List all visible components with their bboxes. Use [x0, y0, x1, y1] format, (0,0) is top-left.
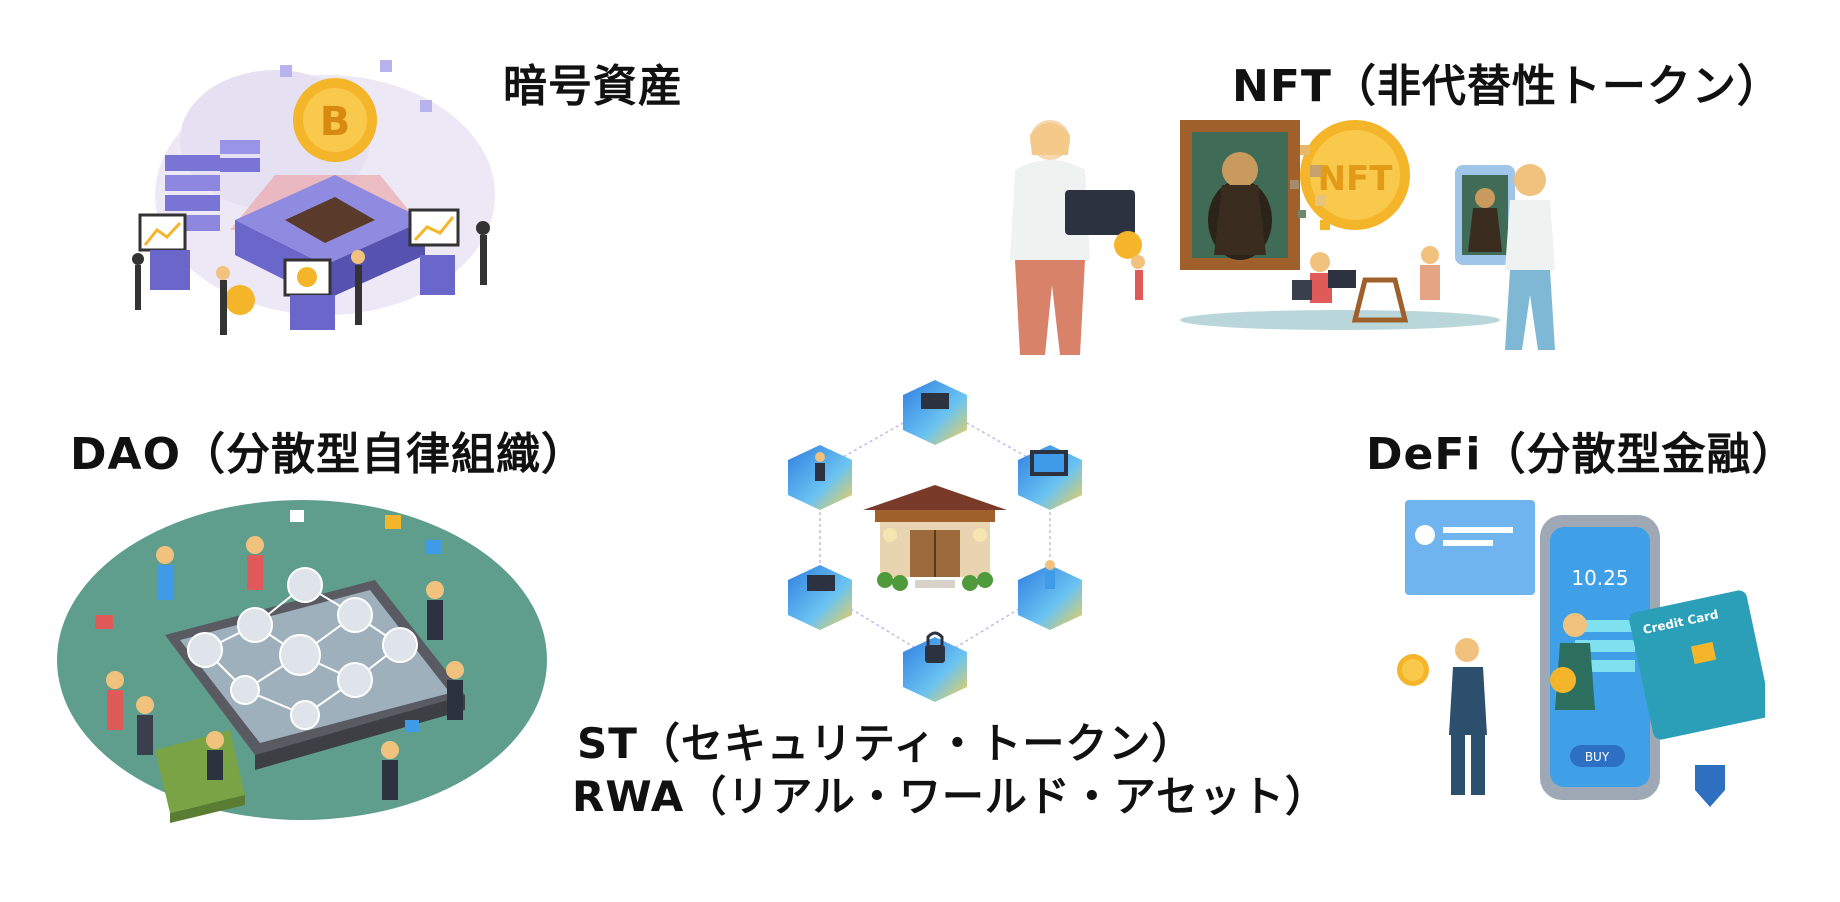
- crypto-assets-illustration: B: [132, 60, 495, 335]
- nft-illustration: NFT: [1010, 120, 1555, 355]
- dao-illustration: [57, 500, 547, 823]
- label-real-world-asset: RWA（リアル・ワールド・アセット）: [572, 772, 1329, 821]
- bitcoin-symbol: B: [320, 99, 351, 145]
- label-defi: DeFi（分散型金融）: [1366, 429, 1797, 480]
- defi-buy-button: BUY: [1585, 750, 1610, 764]
- nft-coin-label: NFT: [1318, 159, 1394, 199]
- defi-illustration: 10.25 BUY Credit Card: [1397, 500, 1765, 807]
- label-dao: DAO（分散型自律組織）: [70, 429, 586, 480]
- defi-phone-time: 10.25: [1571, 566, 1628, 590]
- label-nft: NFT（非代替性トークン）: [1232, 61, 1782, 112]
- label-crypto-assets: 暗号資産: [503, 61, 683, 112]
- label-security-token: ST（セキュリティ・トークン）: [577, 719, 1195, 768]
- security-token-illustration: [788, 380, 1082, 702]
